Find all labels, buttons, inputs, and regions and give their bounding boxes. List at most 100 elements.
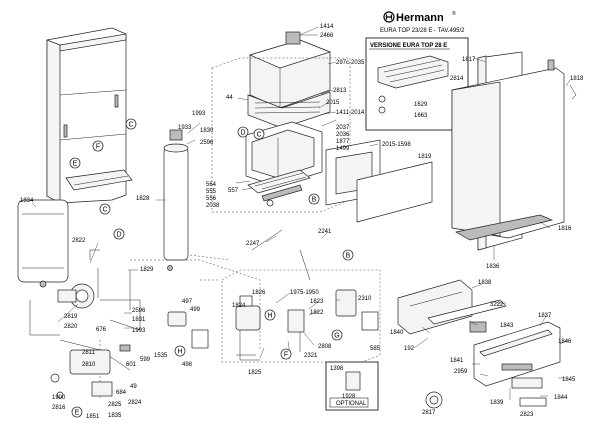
label-1836: 1836 [486, 264, 500, 270]
label-1826: 1826 [252, 290, 266, 296]
flue-hood [248, 31, 332, 109]
label-1839: 1839 [490, 400, 504, 406]
control-pcb [427, 299, 507, 333]
label-1851: 1851 [86, 414, 100, 420]
inset-label-1629: 1629 [414, 102, 428, 108]
callout-h-gas: H [264, 309, 276, 321]
label-557: 557 [228, 188, 239, 194]
svg-text:F: F [284, 352, 288, 359]
label-2959: 2959 [454, 369, 468, 375]
svg-text:E: E [73, 161, 78, 168]
svg-text:C: C [128, 122, 133, 129]
label-564: 564 [206, 182, 217, 188]
label-497: 497 [182, 299, 193, 305]
control-knobs [425, 377, 547, 409]
optional-1398: 1398 [330, 366, 344, 372]
label-2037: 2037 [336, 125, 350, 131]
combustion-chamber [245, 121, 323, 187]
label-676: 676 [96, 327, 107, 333]
brand-logo: Hermann ® [383, 10, 456, 24]
label-1830: 1830 [200, 128, 214, 134]
label-1829: 1829 [140, 267, 154, 273]
optional-label: OPTIONAL [336, 401, 367, 407]
label-1822: 1822 [310, 310, 324, 316]
label-2811: 2811 [82, 350, 96, 356]
label-2823: 2823 [520, 412, 534, 418]
label-3222: 3222 [490, 302, 504, 308]
label-2820: 2820 [64, 324, 78, 330]
label-1933: 1933 [178, 125, 192, 131]
label-499: 499 [190, 307, 201, 313]
callout-e-frame: E [69, 157, 81, 169]
pump-assembly [57, 283, 95, 309]
callout-h-diverter: H [174, 345, 186, 357]
label-1993-mid: 1993 [132, 328, 146, 334]
label-1824: 1824 [232, 303, 246, 309]
label-2813: 2813 [333, 88, 347, 94]
gas-valve [235, 289, 379, 333]
label-1817: 1817 [462, 57, 476, 63]
label-1835: 1835 [108, 413, 122, 419]
label-1846: 1846 [558, 339, 572, 345]
brand-registered-mark: ® [452, 10, 456, 17]
lower-bracket [65, 169, 133, 191]
label-1818: 1818 [570, 76, 584, 82]
callout-f-frame: F [92, 140, 104, 152]
label-1414: 1414 [320, 24, 334, 30]
inset-title: VERSIONE EURA TOP 28 E [370, 43, 447, 49]
label-498: 498 [182, 362, 193, 368]
label-1975-1950: 1975-1950 [290, 290, 319, 296]
label-1825: 1825 [248, 370, 262, 376]
label-1840: 1840 [390, 330, 404, 336]
label-1845: 1845 [562, 377, 576, 383]
inset-label-2814: 2814 [450, 76, 464, 82]
label-1828: 1828 [136, 196, 150, 202]
label-555: 555 [206, 189, 217, 195]
brand-name: Hermann [396, 12, 444, 24]
label-684: 684 [116, 390, 127, 396]
label-2824: 2824 [128, 400, 142, 406]
svg-text:H: H [267, 313, 272, 320]
label-2466: 2466 [320, 33, 334, 39]
burner-manifold [261, 184, 303, 207]
label-1823: 1823 [310, 299, 324, 305]
callout-d-core: D [237, 126, 249, 138]
svg-text:H: H [177, 349, 182, 356]
expansion-vessel [17, 199, 69, 288]
gas-pipes [236, 229, 311, 361]
callout-b-gas: B [342, 249, 354, 261]
label-1844: 1844 [554, 395, 568, 401]
svg-text:D: D [240, 130, 245, 137]
version-inset: VERSIONE EURA TOP 28 E 2814 1629 1663 [365, 37, 469, 131]
callout-c-frame: C [125, 118, 137, 130]
label-1831: 1831 [132, 317, 146, 323]
label-297c-2035: 297c-2035 [336, 60, 365, 66]
label-1837: 1837 [538, 313, 552, 319]
callout-c-core: C [253, 128, 265, 140]
control-box-rear [397, 279, 473, 335]
part-labels: 1414 2466 297c-2035 2813 44 2015 1411-20… [20, 24, 584, 420]
rear-frame [46, 27, 127, 204]
label-2596-top: 2596 [200, 140, 214, 146]
label-2816: 2816 [52, 405, 66, 411]
inset-label-1663: 1663 [414, 113, 428, 119]
burner [247, 169, 311, 194]
label-44: 44 [226, 95, 233, 101]
label-2810: 2810 [82, 362, 96, 368]
label-2038: 2038 [206, 203, 220, 209]
heat-exchanger [247, 91, 331, 129]
label-1535: 1535 [154, 353, 168, 359]
label-2822: 2822 [72, 238, 86, 244]
label-2310: 2310 [358, 296, 372, 302]
label-2036: 2036 [336, 132, 350, 138]
callout-c-vessel: C [99, 203, 111, 215]
svg-text:C: C [102, 207, 107, 214]
label-556: 556 [206, 196, 217, 202]
label-2596-mid: 2596 [132, 308, 146, 314]
label-585: 585 [370, 346, 381, 352]
label-2808: 2808 [318, 344, 332, 350]
label-599: 599 [140, 357, 151, 363]
callout-d-vessel: D [113, 228, 125, 240]
svg-text:D: D [116, 232, 121, 239]
